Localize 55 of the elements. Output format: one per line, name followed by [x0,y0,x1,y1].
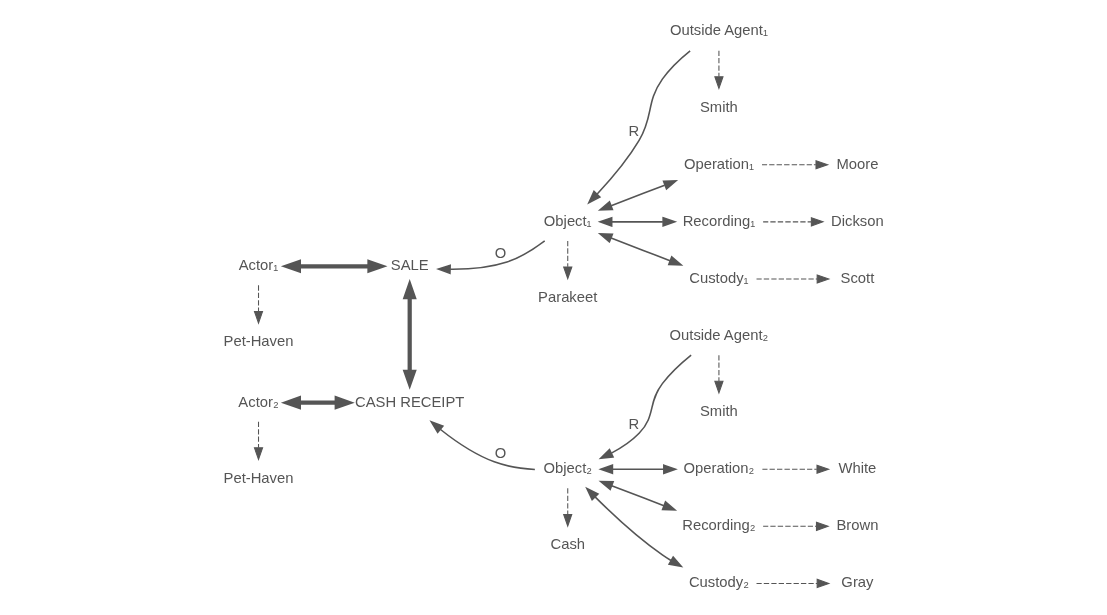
arrow [402,279,417,390]
arrow [586,50,691,205]
node-text: Dickson [830,212,884,229]
node-text: Cash [549,536,585,553]
edge-label: O [494,245,506,262]
arrow [755,578,830,589]
node-text: Object₁ [543,212,592,229]
arrow [761,159,829,170]
node-text: Outside Agent₂ [669,326,768,343]
node-text: Recording₂ [681,517,756,534]
node-text: Pet-Haven [223,469,293,486]
arrow [713,50,724,90]
edge-label: R [627,416,639,433]
arrow [253,421,263,462]
arrow [713,354,724,395]
arrow [761,464,830,475]
arrow [435,240,545,275]
edge-label: O [494,444,506,461]
arrow [597,464,678,475]
arrow [755,274,830,284]
node-text: Smith [699,403,738,420]
arrow [428,420,536,471]
arrow [597,216,677,228]
node-text: Operation₁ [683,155,754,172]
arrow [597,233,683,266]
node-text: Actor₁ [238,257,278,274]
node-text: Scott [840,269,874,286]
edge-label: R [627,123,639,140]
node-text: Outside Agent₁ [669,22,768,39]
arrow [598,354,692,460]
arrow [584,486,683,568]
node-text: CASH RECEIPT [354,393,464,410]
node-text: Pet-Haven [223,333,293,350]
arrow [562,240,573,281]
arrow [762,521,830,532]
node-text: Actor₂ [237,393,279,410]
node-text: Custody₁ [688,269,749,286]
arrow [280,259,387,274]
arrow [253,284,263,325]
node-text: Operation₂ [683,460,754,477]
node-text: Moore [835,155,878,172]
node-text: Object₂ [542,460,592,477]
node-text: Parakeet [537,288,597,305]
node-text: Smith [699,98,738,115]
arrow [562,487,573,528]
node-text: Brown [835,517,878,534]
node-text: Custody₂ [688,574,749,591]
arrow [597,180,678,211]
node-text: White [838,460,876,477]
node-text: SALE [390,257,429,274]
arrow [598,480,677,511]
node-text: Gray [840,574,873,591]
arrow [280,395,355,410]
arrow [762,217,825,227]
node-text: Recording₁ [682,212,755,229]
